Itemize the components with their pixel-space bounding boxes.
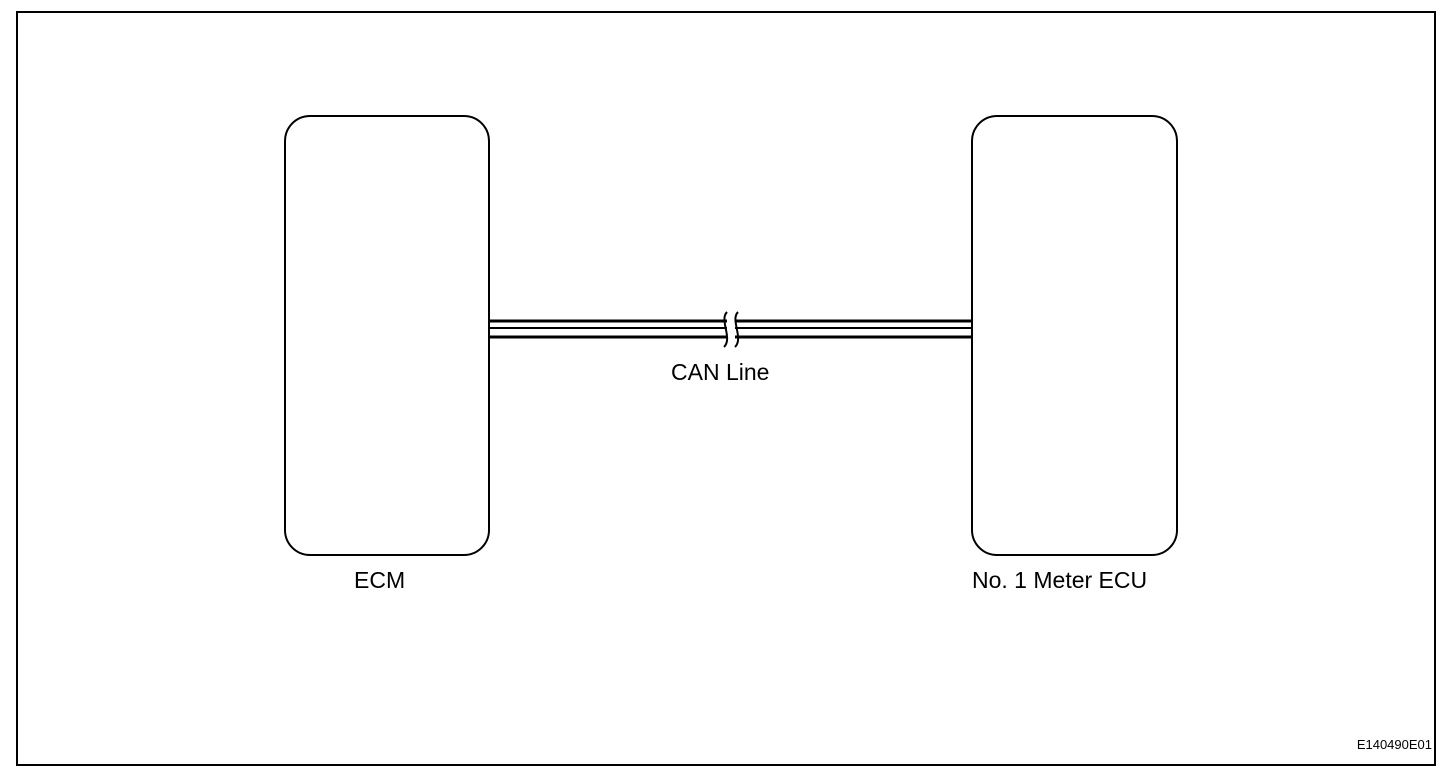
ecm-box <box>284 115 490 556</box>
can-line-left-segment <box>490 319 727 339</box>
diagram-frame <box>16 11 1436 766</box>
ecm-label: ECM <box>354 567 406 593</box>
line-break-mark <box>723 311 740 348</box>
meter-ecu-box <box>971 115 1178 556</box>
figure-code: E140490E01 <box>1356 737 1432 752</box>
can-line-right-segment <box>735 319 971 339</box>
can-line-label: CAN Line <box>671 359 770 385</box>
meter-ecu-label: No. 1 Meter ECU <box>972 567 1148 593</box>
